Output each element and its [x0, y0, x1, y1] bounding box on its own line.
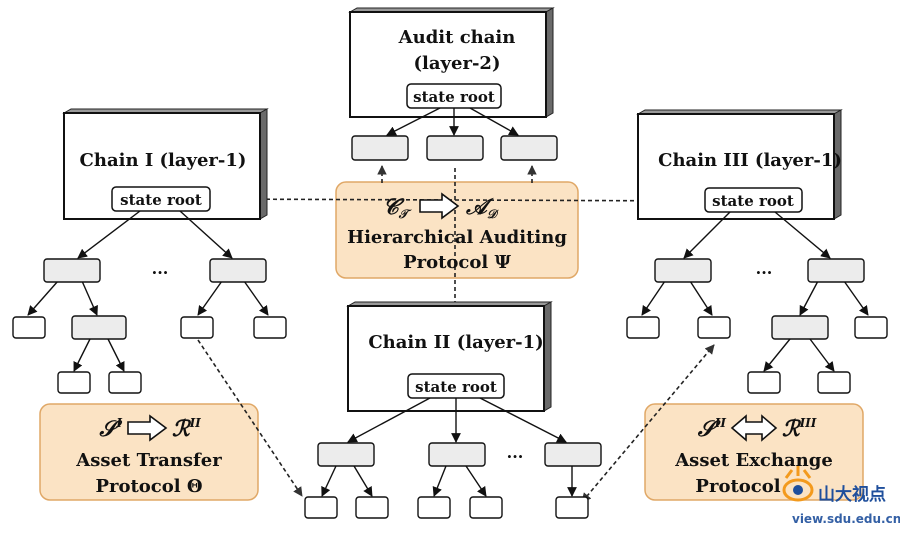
watermark-url: view.sdu.edu.cn: [792, 512, 900, 526]
hierarchical-protocol: 𝒞𝒯 𝒜𝒟 Hierarchical Auditing Protocol Ψ: [347, 192, 567, 273]
tree-edges: [27, 107, 869, 497]
audit-chain-layer: (layer-2): [414, 53, 501, 74]
chain-1-title: Chain I (layer-1): [80, 150, 247, 171]
chain-2-title: Chain II (layer-1): [368, 332, 543, 353]
chain-3-leaf: [854, 316, 888, 339]
exchange-line1: Asset Exchange: [674, 450, 833, 471]
chain-3-state-root-label: state root: [712, 192, 794, 210]
chain-2-leaf: [304, 496, 338, 519]
chain-1-leaf: [180, 316, 214, 339]
audit-chain-title: Audit chain: [398, 27, 516, 48]
asset-exchange-protocol: 𝒮II ℛIII Asset Exchange Protocol: [674, 414, 833, 497]
transfer-right-arrow: [127, 414, 168, 442]
transfer-from-sup: I: [115, 416, 122, 430]
chain-3-block: Chain III (layer-1) state root: [636, 109, 843, 220]
chain-2-node: [428, 442, 486, 467]
chain-3-title: Chain III (layer-1): [658, 150, 842, 171]
chain-3-node: [807, 258, 865, 283]
asset-transfer-protocol: 𝒮I ℛII Asset Transfer Protocol Θ: [75, 414, 222, 497]
leaf-nodes: [12, 316, 888, 519]
chain-3-state-root: [704, 187, 803, 213]
transfer-to: ℛ: [172, 416, 192, 442]
svg-text:𝒮I: 𝒮I: [98, 416, 122, 442]
svg-text:ℛII: ℛII: [172, 416, 201, 442]
chain-1-node: [43, 258, 101, 283]
chain-2-leaf: [417, 496, 451, 519]
asset-transfer-protocol-box: [39, 403, 259, 501]
watermark: 山大视点 view.sdu.edu.cn: [782, 466, 900, 526]
chain-1-ellipsis: ...: [152, 259, 169, 278]
chain-2-leaf: [555, 496, 589, 519]
eye-logo-icon: [782, 466, 814, 502]
chain-2-block: Chain II (layer-1) state root: [346, 301, 553, 412]
audit-node: [500, 135, 558, 161]
chain-1-leaf: [253, 316, 287, 339]
chain-1-state-root-label: state root: [120, 191, 202, 209]
chain-3-leaf: [817, 371, 851, 394]
chain-2-state-root-label: state root: [415, 378, 497, 396]
audit-state-root-label: state root: [413, 88, 495, 106]
hier-right-arrow: [419, 192, 460, 220]
chain-3-ellipsis: ...: [756, 259, 773, 278]
tree-nodes: [43, 135, 865, 467]
chain-3-node: [771, 315, 829, 340]
audit-chain-block: Audit chain (layer-2) state root: [348, 7, 555, 118]
hierarchical-protocol-box: [335, 181, 579, 279]
chain-1-leaf: [108, 371, 142, 394]
transfer-line1: Asset Transfer: [75, 450, 222, 471]
hier-line2: Protocol Ψ: [403, 252, 511, 273]
chain-2-node: [544, 442, 602, 467]
hier-to-sub: 𝒟: [487, 207, 499, 221]
exchange-to-sup: III: [799, 416, 817, 430]
chain-3-node: [654, 258, 712, 283]
svg-text:𝒮II: 𝒮II: [697, 416, 727, 442]
audit-node: [426, 135, 484, 161]
chain-1-state-root: [111, 186, 211, 212]
chain-2-ellipsis: ...: [507, 443, 524, 462]
chain-1-leaf: [12, 316, 46, 339]
svg-text:ℛIII: ℛIII: [782, 416, 817, 442]
transfer-to-sup: II: [189, 416, 202, 430]
chain-2-leaf: [469, 496, 503, 519]
chain-3-leaf: [626, 316, 660, 339]
hier-line1: Hierarchical Auditing: [347, 227, 567, 248]
watermark-name: 山大视点: [818, 484, 886, 505]
chain-2-leaf: [355, 496, 389, 519]
transfer-line2: Protocol Θ: [95, 476, 202, 497]
chain-1-node: [71, 315, 127, 340]
chain-2-node: [317, 442, 375, 467]
chain-1-node: [209, 258, 267, 283]
chain-1-block: Chain I (layer-1) state root: [62, 108, 269, 220]
exchange-to: ℛ: [782, 416, 802, 442]
exchange-double-arrow: [730, 414, 778, 442]
chain-1-leaf: [57, 371, 91, 394]
exchange-line2: Protocol: [695, 476, 780, 497]
chain-3-leaf: [697, 316, 731, 339]
chain-3-leaf: [747, 371, 781, 394]
audit-node: [351, 135, 409, 161]
exchange-from-sup: II: [714, 416, 727, 430]
